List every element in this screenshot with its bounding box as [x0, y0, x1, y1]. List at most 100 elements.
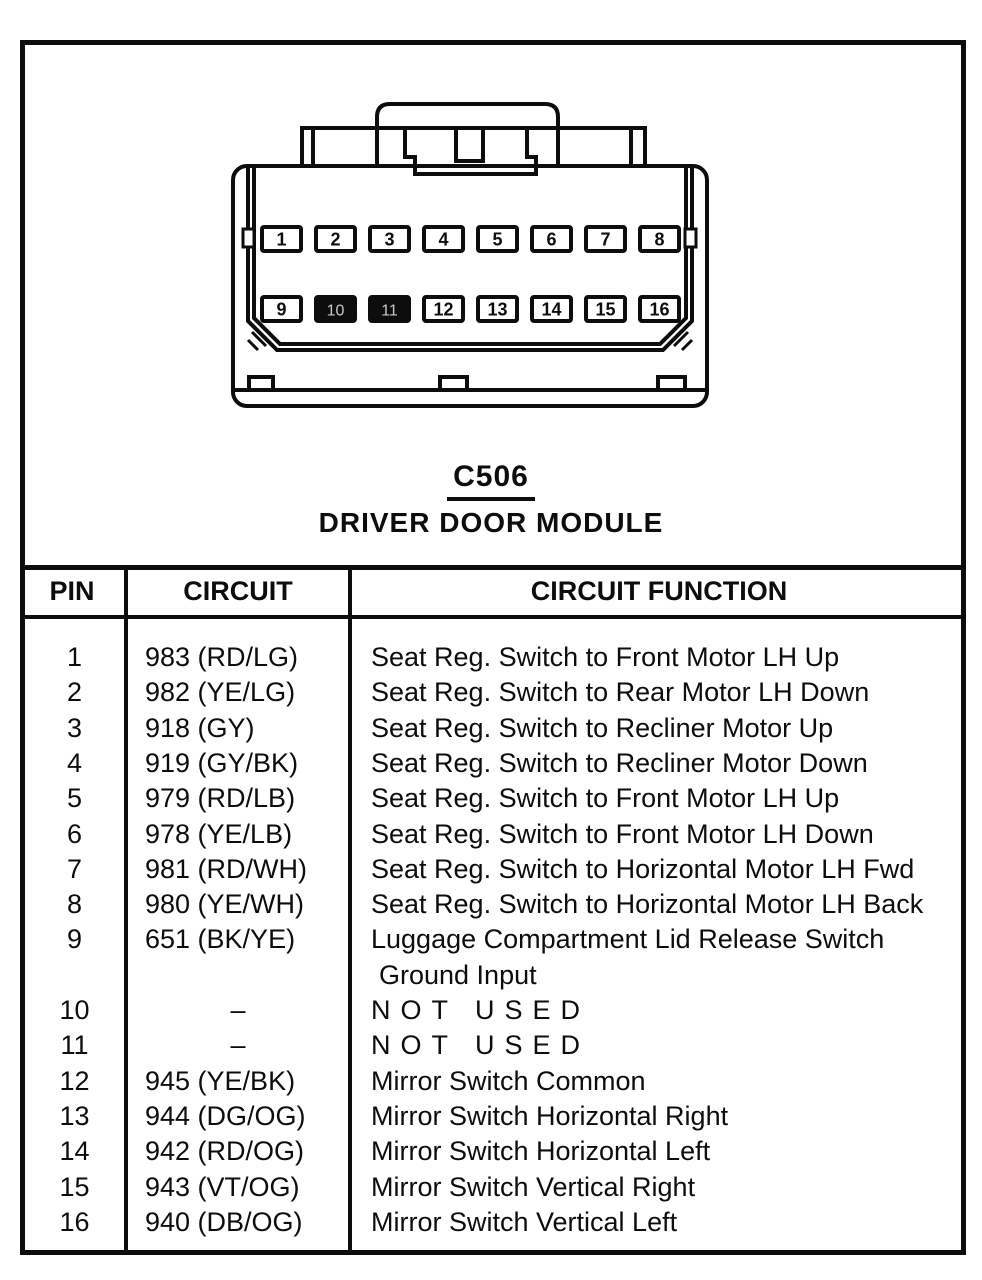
bottom-tab-right	[656, 375, 687, 392]
circuit-cell: –	[230, 1030, 246, 1060]
circuit-cell: 982 (YE/LG)	[145, 677, 296, 707]
function-cell: NOT USED	[371, 1030, 591, 1060]
pin-cell: 8	[66, 889, 83, 919]
function-cell: Seat Reg. Switch to Recliner Motor Down	[371, 748, 868, 778]
pin-16-label: 16	[649, 300, 669, 320]
pin-cell: 2	[66, 677, 83, 707]
pin-13-label: 13	[487, 300, 507, 320]
latch-slot	[403, 128, 538, 176]
pin-12-box	[422, 295, 465, 323]
circuit-cell: 651 (BK/YE)	[145, 924, 296, 954]
pin-5-label: 5	[492, 230, 502, 250]
left-key-bump	[241, 227, 256, 249]
circuit-cell: 980 (YE/WH)	[145, 889, 305, 919]
pin-cell: 4	[66, 748, 83, 778]
pin-14-box	[530, 295, 573, 323]
pin-16-box	[638, 295, 681, 323]
function-cell: Seat Reg. Switch to Horizontal Motor LH …	[371, 854, 915, 884]
circuit-cell: 983 (RD/LG)	[145, 642, 299, 672]
pin-9-label: 9	[276, 300, 286, 320]
circuit-cell: 919 (GY/BK)	[145, 748, 299, 778]
pin-6-label: 6	[546, 230, 556, 250]
pin-cell: 1	[66, 642, 83, 672]
circuit-cell: 942 (RD/OG)	[145, 1136, 305, 1166]
connector-body	[231, 164, 709, 408]
header-circuit-function: CIRCUIT FUNCTION	[530, 576, 788, 606]
pin-4-box	[422, 225, 465, 253]
connector-name: DRIVER DOOR MODULE	[318, 507, 664, 538]
pin-15-label: 15	[595, 300, 615, 320]
header-pin: PIN	[49, 576, 95, 606]
function-cell: Seat Reg. Switch to Rear Motor LH Down	[371, 677, 870, 707]
function-cell: Luggage Compartment Lid Release Switch	[371, 924, 885, 954]
bottom-tab-center	[438, 375, 469, 392]
function-cell: Mirror Switch Vertical Right	[371, 1172, 696, 1202]
header-bottom-rule	[20, 615, 966, 619]
pin-11-label: 11	[381, 303, 398, 320]
function-cell: Seat Reg. Switch to Front Motor LH Up	[371, 783, 840, 813]
function-cell: NOT USED	[371, 995, 591, 1025]
circuit-cell: 945 (YE/BK)	[145, 1066, 296, 1096]
pin-cell: 13	[59, 1101, 90, 1131]
circuit-cell: 979 (RD/LB)	[145, 783, 296, 813]
function-cell: Mirror Switch Vertical Left	[371, 1207, 678, 1237]
circuit-cell: 918 (GY)	[145, 713, 255, 743]
pin-cell: 16	[59, 1207, 90, 1237]
pin-14-label: 14	[541, 300, 561, 320]
column-divider-1	[124, 565, 128, 1255]
circuit-cell: –	[230, 995, 246, 1025]
right-key-bump	[683, 227, 698, 249]
pin-cell: 6	[66, 819, 83, 849]
pin-3-box	[368, 225, 411, 253]
pin-2-box	[314, 225, 357, 253]
function-cell: Mirror Switch Horizontal Left	[371, 1136, 711, 1166]
circuit-cell: 943 (VT/OG)	[145, 1172, 300, 1202]
pin-3-label: 3	[384, 230, 394, 250]
pin-11-box	[368, 295, 411, 323]
cavity-outer-wall	[246, 166, 694, 352]
pin-6-box	[530, 225, 573, 253]
bottom-tab-left	[247, 375, 275, 392]
connector-latch	[375, 102, 560, 166]
connector-id: C506	[447, 460, 535, 501]
pin-2-label: 2	[330, 230, 340, 250]
pin-cell: 5	[66, 783, 83, 813]
pin-1-box	[260, 225, 303, 253]
connector-flange	[300, 126, 647, 166]
pin-cell: 9	[66, 924, 83, 954]
pin-cell: 15	[59, 1172, 90, 1202]
pin-5-box	[476, 225, 519, 253]
pin-9-box	[260, 295, 303, 323]
circuit-cell: 944 (DG/OG)	[145, 1101, 306, 1131]
table-top-rule	[20, 565, 966, 570]
function-cell: Mirror Switch Common	[371, 1066, 646, 1096]
function-cell: Mirror Switch Horizontal Right	[371, 1101, 729, 1131]
page-border	[20, 40, 966, 1255]
pin-cell: 14	[59, 1136, 90, 1166]
figure-title: C506	[0, 460, 982, 501]
pin-1-label: 1	[276, 230, 286, 250]
header-circuit: CIRCUIT	[183, 576, 293, 606]
pin-7-box	[584, 225, 627, 253]
circuit-cell: 981 (RD/WH)	[145, 854, 308, 884]
pin-cell: 10	[59, 995, 90, 1025]
pin-8-box	[638, 225, 681, 253]
cavity-corner-hatch	[246, 330, 694, 352]
pin-4-label: 4	[438, 230, 448, 250]
column-divider-2	[348, 565, 352, 1255]
pin-12-label: 12	[433, 300, 453, 320]
function-cell: Seat Reg. Switch to Recliner Motor Up	[371, 713, 834, 743]
function-cell: Seat Reg. Switch to Horizontal Motor LH …	[371, 889, 924, 919]
cavity-inner-wall	[252, 166, 688, 346]
pin-cell: 3	[66, 713, 83, 743]
pin-10-label: 10	[327, 303, 345, 320]
pin-cell: 11	[60, 1030, 89, 1060]
circuit-cell: 978 (YE/LB)	[145, 819, 293, 849]
connector-flange-notches	[311, 128, 633, 166]
circuit-cell: 940 (DB/OG)	[145, 1207, 303, 1237]
function-cell: Seat Reg. Switch to Front Motor LH Up	[371, 642, 840, 672]
pin-15-box	[584, 295, 627, 323]
